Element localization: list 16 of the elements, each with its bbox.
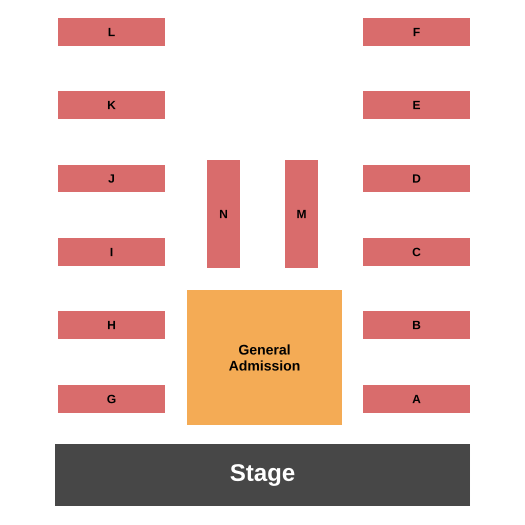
seating-section: I	[58, 238, 165, 266]
stage: Stage	[55, 444, 470, 506]
seating-section: E	[363, 91, 470, 119]
seating-section: N	[207, 160, 240, 268]
seating-section: J	[58, 165, 165, 192]
seating-section: K	[58, 91, 165, 119]
general-admission-area: General Admission	[187, 290, 342, 425]
seating-section: L	[58, 18, 165, 46]
seating-section: G	[58, 385, 165, 413]
seating-section: D	[363, 165, 470, 192]
seating-section: M	[285, 160, 318, 268]
seating-section: C	[363, 238, 470, 266]
seating-section: B	[363, 311, 470, 339]
seating-section: F	[363, 18, 470, 46]
seating-section: H	[58, 311, 165, 339]
seating-section: A	[363, 385, 470, 413]
